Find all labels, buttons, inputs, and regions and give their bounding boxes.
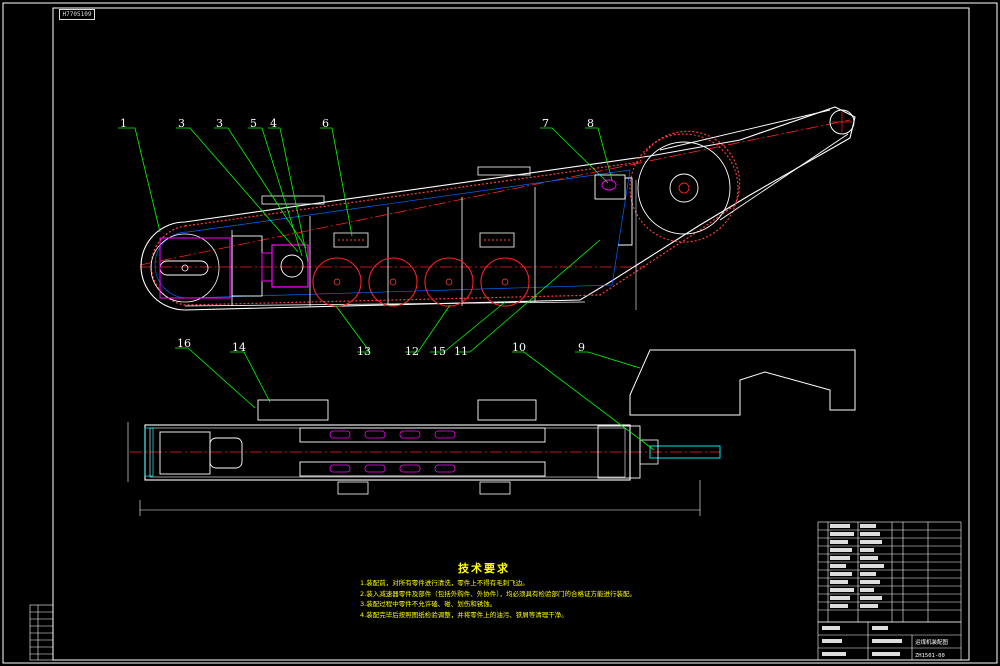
chain-rail-top: [299, 427, 546, 443]
callout-4: 4: [270, 117, 277, 130]
bolt-group-right: [477, 399, 537, 421]
title-block: [817, 621, 962, 661]
name-plate-2: [479, 232, 515, 248]
conveyor-body-outline: [140, 106, 856, 311]
requirement-item: 3.装配过程中零件不允许磕、碰、划伤和锈蚀。: [360, 600, 497, 608]
tail-sprocket: [150, 233, 220, 303]
bolt-group-left: [257, 399, 329, 421]
margin-record-block: [29, 604, 54, 661]
bracket-plate: [618, 177, 633, 246]
drive-bracket: [594, 174, 626, 200]
callouts: 1 3 3 5 4 6 7 8 9 10 11 12 13 14 15 16: [120, 117, 594, 358]
reducer-gear: [280, 254, 304, 278]
head-bearing: [639, 439, 659, 465]
leader-lines: [118, 127, 655, 451]
tail-drum-hatch: [144, 427, 154, 477]
title-block-fill: [822, 626, 902, 656]
chain-slots: [329, 430, 456, 473]
callout-10: 10: [512, 341, 526, 354]
chain-link-group-2: [477, 166, 531, 176]
head-sprocket-outer: [629, 133, 739, 243]
callout-16: 16: [177, 337, 191, 350]
plan-frame-inner: [149, 427, 626, 478]
callout-12: 12: [405, 345, 419, 358]
foot-right: [479, 481, 511, 495]
requirement-item: 2.装入减速器零件及部件（包括外购件、外协件），均必须具有检验部门的合格证方能进…: [360, 589, 636, 598]
drawing-number: ZH1501-00: [915, 653, 945, 659]
callout-5: 5: [250, 117, 257, 130]
callout-6: 6: [322, 117, 329, 130]
boom-pivot: [829, 109, 855, 135]
callout-1: 1: [120, 117, 127, 130]
tail-housing: [159, 237, 231, 299]
roller-hubs: [333, 278, 509, 286]
technical-requirements-title: 技术要求: [458, 562, 510, 575]
elevation-view: [139, 106, 856, 311]
callout-3b: 3: [216, 117, 223, 130]
frame-ribs: [184, 187, 586, 307]
tensioner-hole: [181, 264, 189, 272]
head-shaft-plan: [649, 445, 721, 459]
callout-7: 7: [542, 117, 549, 130]
parts-list-fill: [830, 524, 884, 608]
drive-chain: [150, 130, 741, 306]
name-plate-1: [333, 232, 369, 248]
requirement-item: 4.装配完毕后按照图纸检验调整，并将零件上的油污、铁屑等清理干净。: [360, 610, 568, 619]
foot-left: [337, 481, 369, 495]
callout-15: 15: [432, 345, 446, 358]
centerline-incline: [139, 119, 851, 266]
chain-rail-bottom: [299, 461, 546, 477]
inner-frame: [52, 7, 970, 661]
drawing-title: 运煤机装配图: [915, 638, 949, 646]
callout-3a: 3: [178, 117, 185, 130]
head-housing-side: [629, 349, 856, 416]
drawing-code-stamp: H7705109: [59, 9, 95, 20]
head-sprocket: [637, 141, 731, 235]
callout-8: 8: [587, 117, 594, 130]
tail-drum-end: [209, 437, 243, 469]
callout-11: 11: [454, 345, 468, 358]
requirement-item: 1.装配前，对所有零件进行清洗，零件上不得有毛刺飞边。: [360, 579, 529, 587]
tensioner-slot: [159, 260, 209, 276]
chain-link-group-1: [261, 195, 325, 205]
tail-drum: [159, 431, 211, 475]
head-shaft: [678, 182, 690, 194]
callout-14: 14: [232, 341, 246, 354]
technical-requirements-list: 1.装配前，对所有零件进行清洗，零件上不得有毛刺飞边。 2.装入减速器零件及部件…: [360, 578, 636, 620]
callout-13: 13: [357, 345, 371, 358]
callout-9: 9: [578, 341, 585, 354]
drive-bracket-eye: [601, 179, 617, 191]
plan-frame: [144, 424, 631, 481]
reducer-housing: [271, 244, 309, 288]
parts-list: [817, 521, 962, 623]
plan-view: [127, 349, 856, 516]
boom-arm: [659, 109, 849, 221]
motor-block: [231, 235, 263, 297]
head-sprocket-hub: [669, 173, 699, 203]
